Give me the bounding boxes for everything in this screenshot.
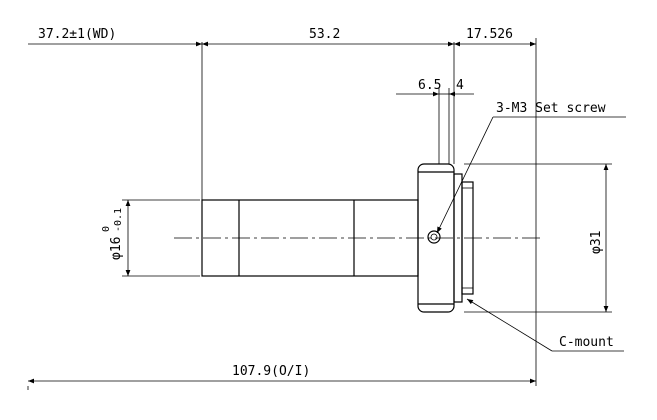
dimension-label-total-length: 107.9(O/I) — [232, 364, 310, 379]
dimension-label-front-tol-upper: 0 — [101, 226, 112, 232]
callout-label-c-mount: C-mount — [559, 335, 614, 350]
callout-c-mount: C-mount — [466, 298, 624, 352]
dimension-label-screw-offset-b: 4 — [456, 78, 464, 93]
dimension-label-front-tol-lower: -0.1 — [113, 208, 124, 232]
dimension-rear-diameter: φ31 — [589, 164, 609, 312]
dimension-front-diameter: φ16 0 -0.1 — [101, 200, 131, 276]
dimension-working-distance: 37.2±1(WD) — [28, 27, 202, 47]
dimension-label-rear-diameter: φ31 — [589, 231, 604, 254]
dimension-total-length: 107.9(O/I) — [28, 364, 536, 384]
dimension-lens-length: 53.2 — [202, 27, 454, 47]
set-screw-icon — [427, 230, 441, 244]
callout-label-set-screw: 3-M3 Set screw — [496, 101, 606, 116]
dimension-screw-offset: 6.5 4 — [396, 78, 474, 97]
dimension-label-front-diameter: φ16 — [109, 237, 124, 260]
dimension-label-working-distance: 37.2±1(WD) — [38, 27, 116, 42]
callout-set-screw: 3-M3 Set screw — [436, 101, 626, 234]
dimension-label-lens-length: 53.2 — [309, 27, 340, 42]
dimension-label-flange-back: 17.526 — [466, 27, 513, 42]
dimension-flange-back: 17.526 — [454, 27, 536, 47]
dimension-label-screw-offset-a: 6.5 — [418, 78, 441, 93]
